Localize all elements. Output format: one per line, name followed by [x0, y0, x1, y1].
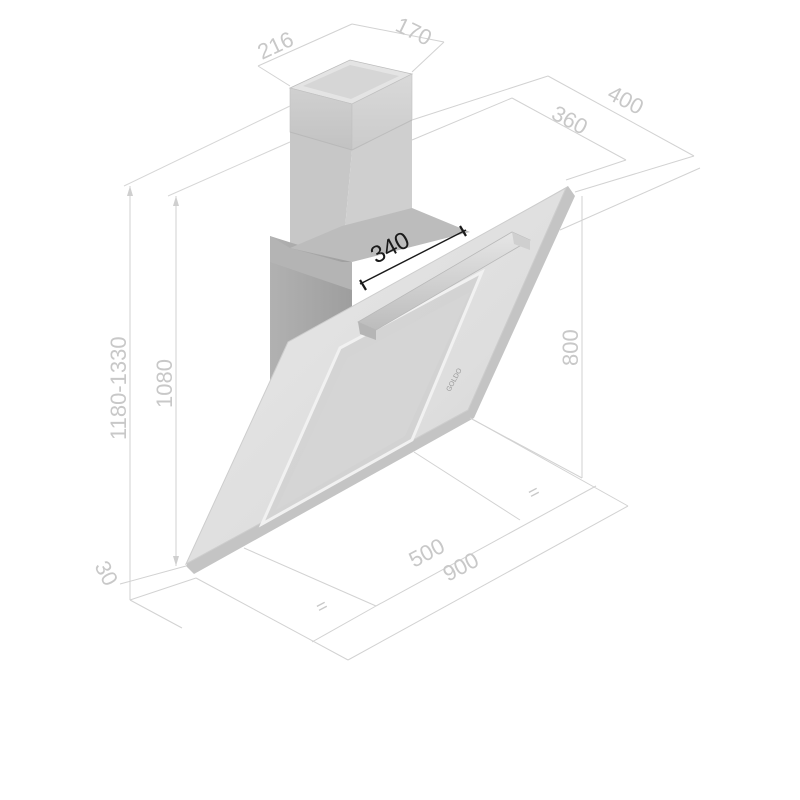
handle-bar-end [512, 232, 530, 250]
dimension-lines [119, 23, 701, 661]
chimney-seam [289, 131, 353, 151]
dim-chimney-depth: 170 [392, 12, 436, 51]
hood-body-top [290, 208, 470, 262]
dim-hood-height: 1080 [152, 359, 177, 408]
chimney-seam-side [351, 119, 413, 151]
dim-equal-left: = [312, 595, 331, 618]
dim-bottom-thickness: 30 [90, 557, 124, 590]
handle-bar-front [358, 322, 376, 340]
dim-depth-outer: 400 [604, 80, 648, 119]
dim-panel-height: 800 [558, 329, 583, 366]
panel-inner-face [276, 292, 470, 510]
chimney-top-inner [303, 65, 399, 99]
dim-equal-right: = [524, 481, 543, 504]
cooker-hood: GOLDO [184, 59, 575, 574]
hood-body-top-left [270, 236, 352, 290]
dim-total-height: 1180-1330 [106, 336, 131, 440]
dim-chimney-width: 216 [254, 26, 298, 64]
dim-depth-inner: 360 [548, 100, 592, 139]
